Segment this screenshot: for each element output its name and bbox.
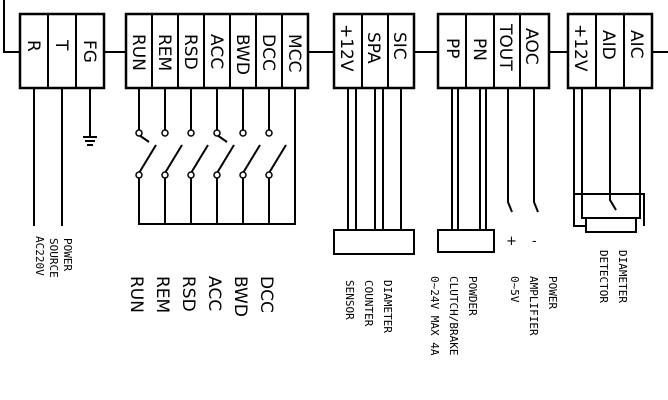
terminal-aic: AIC bbox=[626, 30, 646, 59]
svg-text:AC220V: AC220V bbox=[33, 236, 46, 276]
switch-label-rem: REM bbox=[152, 276, 172, 313]
detector-wires bbox=[573, 88, 645, 233]
switch-label-rsd: RSD bbox=[178, 276, 198, 312]
sensor-terminal-block: +12V SPA SIC bbox=[332, 12, 416, 90]
terminal-spa: SPA bbox=[363, 32, 383, 64]
terminal-sensor-12v: +12V bbox=[336, 24, 356, 72]
switch-label-bwd: BWD bbox=[230, 276, 250, 317]
terminal-rsd: RSD bbox=[180, 34, 200, 70]
svg-text:SOURCE: SOURCE bbox=[47, 238, 60, 278]
svg-text:0~24V MAX 4A: 0~24V MAX 4A bbox=[428, 276, 441, 356]
amp-minus-sign: - bbox=[532, 234, 537, 249]
svg-text:DETECTOR: DETECTOR bbox=[597, 250, 610, 303]
svg-text:POWER: POWER bbox=[61, 238, 74, 271]
power-wires bbox=[33, 88, 91, 226]
svg-text:CLUTCH/BRAKE: CLUTCH/BRAKE bbox=[447, 276, 460, 355]
terminal-mcc: MCC bbox=[284, 34, 304, 72]
svg-text:DIAMETER: DIAMETER bbox=[381, 280, 394, 333]
power-amplifier-label: POWER AMPLIFIER 0~5V bbox=[508, 276, 559, 336]
svg-text:POWDER: POWDER bbox=[466, 276, 479, 316]
terminal-tout: TOUT bbox=[495, 23, 515, 71]
svg-text:SENSOR: SENSOR bbox=[343, 280, 356, 320]
terminal-fg: FG bbox=[79, 40, 99, 63]
clutch-terminal-block: PP PN TOUT AOC bbox=[436, 12, 551, 90]
svg-text:COUNTER: COUNTER bbox=[362, 280, 375, 327]
svg-text:DIAMETER: DIAMETER bbox=[616, 250, 629, 303]
amp-plus-sign: + bbox=[506, 234, 517, 249]
diameter-counter-sensor-box bbox=[333, 229, 415, 255]
terminal-r: R bbox=[23, 40, 43, 52]
terminal-t: T bbox=[51, 39, 71, 51]
switch-wires bbox=[135, 88, 296, 225]
ground-symbol bbox=[83, 136, 97, 146]
switch-label-run: RUN bbox=[126, 276, 146, 313]
terminal-pn: PN bbox=[469, 38, 489, 61]
switch-terminal-block: RUN REM RSD ACC BWD DCC MCC bbox=[124, 12, 310, 90]
terminal-pp: PP bbox=[442, 38, 462, 59]
svg-text:AMPLIFIER: AMPLIFIER bbox=[527, 276, 540, 336]
svg-text:POWER: POWER bbox=[546, 276, 559, 309]
terminal-rem: REM bbox=[154, 34, 174, 71]
svg-text:0~5V: 0~5V bbox=[508, 276, 521, 303]
power-source-label: POWER SOURCE AC220V bbox=[33, 236, 74, 278]
terminal-run: RUN bbox=[128, 34, 148, 71]
top-bus-line bbox=[3, 0, 668, 53]
detector-terminal-block: +12V AID AIC bbox=[566, 12, 654, 90]
diameter-detector-label: DIAMETER DETECTOR bbox=[597, 250, 629, 303]
terminal-detector-12v: +12V bbox=[570, 24, 590, 72]
potentiometer-symbol bbox=[585, 217, 637, 233]
sensor-wires bbox=[333, 88, 415, 255]
power-terminal-block: R T FG bbox=[18, 12, 106, 90]
terminal-dcc: DCC bbox=[258, 34, 278, 71]
terminal-aoc: AOC bbox=[521, 28, 541, 65]
switch-label-dcc: DCC bbox=[256, 276, 276, 313]
terminal-bwd: BWD bbox=[232, 34, 252, 75]
terminal-acc: ACC bbox=[206, 34, 226, 69]
terminal-sic: SIC bbox=[389, 32, 409, 60]
switch-label-acc: ACC bbox=[204, 276, 224, 311]
terminal-aid: AID bbox=[598, 30, 618, 60]
powder-clutch-brake-label: POWDER CLUTCH/BRAKE 0~24V MAX 4A bbox=[428, 276, 479, 356]
diameter-counter-sensor-label: DIAMETER COUNTER SENSOR bbox=[343, 280, 394, 333]
switch-labels: RUN REM RSD ACC BWD DCC bbox=[126, 276, 276, 317]
powder-clutch-brake-box bbox=[437, 229, 495, 253]
clutch-wires bbox=[437, 88, 539, 253]
